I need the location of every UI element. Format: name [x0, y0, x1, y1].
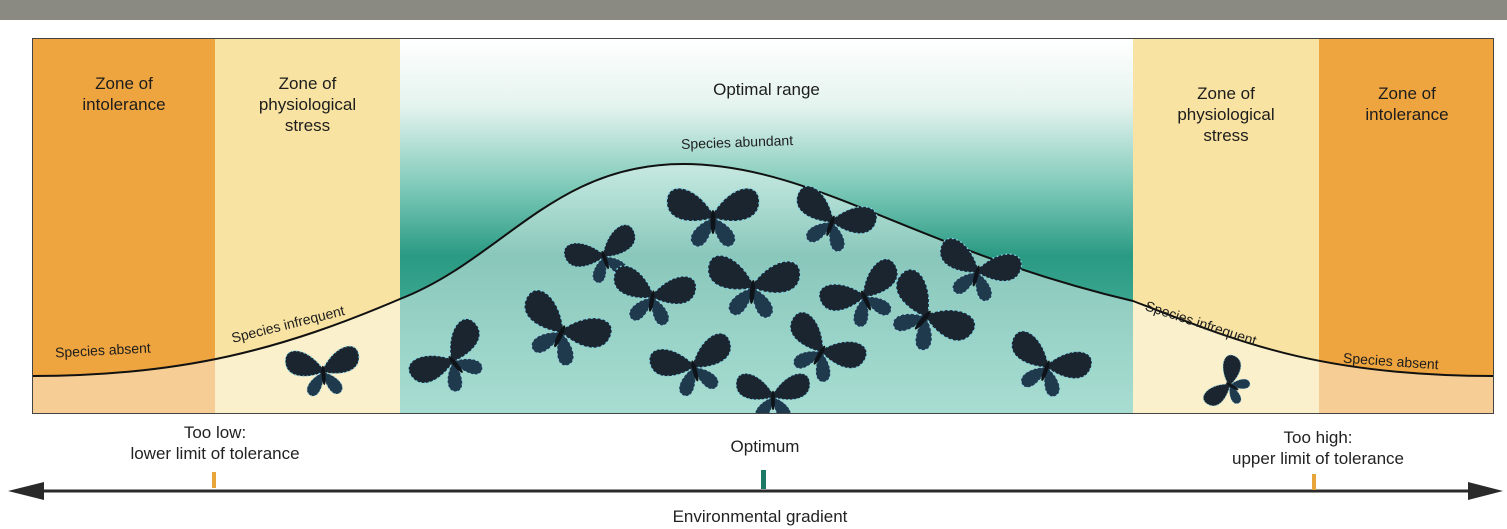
- environmental-gradient-axis: Environmental gradient: [0, 470, 1507, 529]
- butterfly-icon: [404, 315, 501, 408]
- butterfly-icon: [784, 183, 880, 261]
- butterfly-icon: [1201, 352, 1259, 414]
- butterfly-icon: [607, 264, 698, 330]
- butterfly-icon: [507, 286, 615, 378]
- butterfly-icon: [999, 328, 1095, 406]
- tick-lower-limit: [212, 472, 216, 488]
- top-banner: [0, 0, 1507, 20]
- label-too-low: Too low: lower limit of tolerance: [100, 422, 330, 464]
- zone-title-stress-left: Zone of physiological stress: [215, 73, 400, 136]
- zone-title-intolerance-right: Zone of intolerance: [1319, 83, 1494, 125]
- zone-title-stress-right: Zone of physiological stress: [1133, 83, 1319, 146]
- label-optimum: Optimum: [690, 436, 840, 457]
- tolerance-diagram: Zone of intolerance Zone of physiologica…: [32, 38, 1494, 414]
- label-too-high: Too high: upper limit of tolerance: [1198, 427, 1438, 469]
- zone-title-optimal: Optimal range: [400, 79, 1133, 100]
- butterfly-icon: [704, 254, 801, 320]
- butterfly-icon: [284, 345, 362, 398]
- arrow-left-icon: [8, 482, 44, 500]
- butterfly-icon: [667, 188, 759, 246]
- butterfly-icon: [736, 374, 810, 414]
- axis-title: Environmental gradient: [673, 507, 848, 526]
- tick-upper-limit: [1312, 474, 1316, 490]
- butterfly-icon: [930, 236, 1024, 308]
- butterfly-icon: [647, 331, 741, 403]
- tick-optimum: [761, 470, 766, 489]
- zone-title-intolerance-left: Zone of intolerance: [33, 73, 215, 115]
- arrow-right-icon: [1468, 482, 1503, 500]
